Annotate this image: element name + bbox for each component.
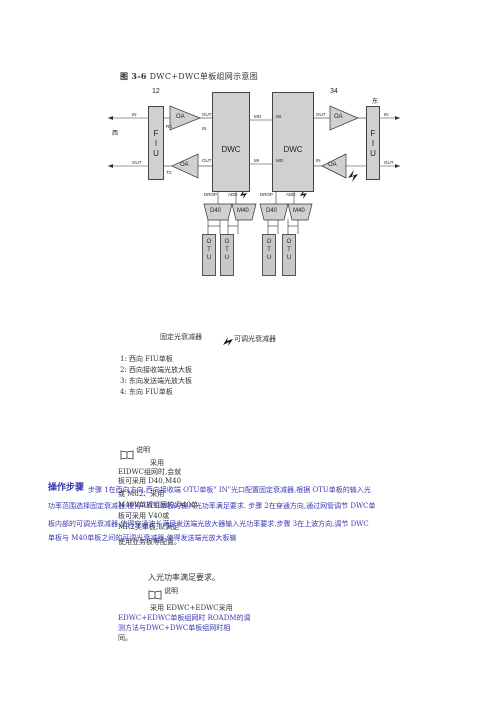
oa-west-tx-label: OA [180, 162, 189, 168]
note1-label: 说明 [136, 446, 150, 454]
fiu-west: F I U [148, 106, 164, 180]
port-label: OUT [316, 112, 326, 117]
node-label-34: 34 [330, 88, 338, 95]
legend-variable: 可调光衰减器 [234, 335, 276, 343]
port-label: IN [384, 112, 389, 117]
oa-east-rx-label: OA [328, 162, 337, 168]
d40-west-shape [203, 203, 233, 221]
note1-line: 板可采用 V40或 [118, 512, 170, 520]
port-label: MO [254, 114, 262, 119]
m40-west-label: M40 [237, 208, 249, 214]
note-icon [120, 445, 134, 464]
m40-east-shape [287, 203, 313, 221]
port-label: IN [316, 158, 321, 163]
otu-2: O T U [220, 234, 234, 276]
ops-line-1: 步骤 1在西向方向,西向接收端 OTU单板" IN"光口配置固定衰减器,根据 O… [88, 486, 371, 494]
port-label: OUT [132, 160, 142, 165]
port-label: OUT [202, 158, 212, 163]
legend-variable-icon [222, 331, 234, 350]
d40-east-shape [259, 203, 289, 221]
note-icon [148, 585, 162, 604]
otu-4: O T U [282, 234, 296, 276]
port-label: DROP [204, 192, 218, 197]
side-west: 西 [112, 131, 119, 137]
note2-line-4: 同。 [118, 634, 132, 642]
note1-line: 采用 [150, 459, 164, 467]
fiu-east: F I U [366, 106, 380, 180]
port-label: RC [166, 124, 173, 129]
port-label: OUT [384, 160, 394, 165]
port-label: MI [276, 114, 281, 119]
otu-1: O T U [202, 234, 216, 276]
network-diagram: F I U F I U DWC DWC OA OA OA OA D40 M40 … [108, 84, 400, 284]
port-label: MO [276, 158, 284, 163]
note1-line: M40V单板组网的,D40单 [118, 501, 198, 509]
note2-line-1: 采用 EDWC+EDWC采用 [150, 604, 233, 612]
ops-line-4: 单板与 M40单板之间的可调光衰减器,使得发送端光放大板输 [48, 534, 237, 542]
port-label: ADD [228, 192, 238, 197]
oa-east-rx-shape [321, 153, 347, 179]
port-label: ADD [286, 192, 296, 197]
list-item-1: 1: 西向 FIU单板 [120, 355, 173, 363]
m40-east-label: M40 [293, 208, 305, 214]
oa-west-rx-label: OA [176, 114, 185, 120]
note2-line-3: 测方法与DWC+DWC单板组网时相 [118, 624, 231, 632]
port-label: MI [254, 158, 259, 163]
diagram-lines [108, 105, 400, 234]
oa-west-tx-shape [171, 153, 199, 179]
dwc-east: DWC [272, 92, 314, 192]
list-item-2: 2: 西向接收端光放大板 [120, 366, 193, 374]
var-att-4 [300, 190, 307, 199]
var-att-3 [240, 190, 247, 199]
ops-line-3: 板内部的可调光衰减器,使得穿通波长满足发送端光放大器输入光功率要求.步骤 3在上… [48, 520, 369, 528]
note1-line: MR2类单板,以满足 [118, 523, 180, 531]
note2-line-2: EDWC+EDWC单板组网时 ROADM的调 [118, 614, 251, 622]
otu-3: O T U [262, 234, 276, 276]
d40-east-label: D40 [266, 208, 278, 214]
oa-west-rx-shape [169, 105, 201, 131]
dwc-west: DWC [212, 92, 250, 192]
figure-title: 图 3-6 DWC+DWC单板组网示意图 [120, 71, 259, 82]
note1-line: 板可采用 D40,M40 [118, 477, 182, 485]
port-label: DROP [260, 192, 274, 197]
ops-title: 操作步骤 [48, 483, 85, 493]
port-label: OUT [202, 112, 212, 117]
oa-east-tx-label: OA [334, 114, 343, 120]
note2-label: 说明 [164, 587, 178, 595]
var-att-2 [348, 170, 358, 182]
legend-fixed: 固定光衰减器 [160, 333, 202, 341]
d40-west-label: D40 [210, 208, 222, 214]
node-label-12: 12 [152, 88, 160, 95]
port-label: IN [202, 126, 207, 131]
side-east: 东 [372, 99, 379, 105]
note1-line: 使用业务板等配置。 [118, 538, 181, 546]
m40-west-shape [231, 203, 257, 221]
oa-east-tx-shape [329, 105, 359, 131]
ops-line-5: 入光功率满足要求。 [148, 573, 220, 582]
note1-line: 或 M82、采用 [118, 490, 165, 498]
list-item-3: 3: 东向发送端光放大板 [120, 377, 193, 385]
port-label: TC [166, 170, 172, 175]
port-label: IN [132, 112, 137, 117]
note1-line: EIDWC组网时,会就 [118, 468, 182, 476]
ops-line-2: 功率范围选择固定衰减器,使得 OTU单板的输入光功率满足要求. 步骤 2在穿通方… [48, 502, 376, 510]
list-item-4: 4: 东向 FIU单板 [120, 388, 173, 396]
